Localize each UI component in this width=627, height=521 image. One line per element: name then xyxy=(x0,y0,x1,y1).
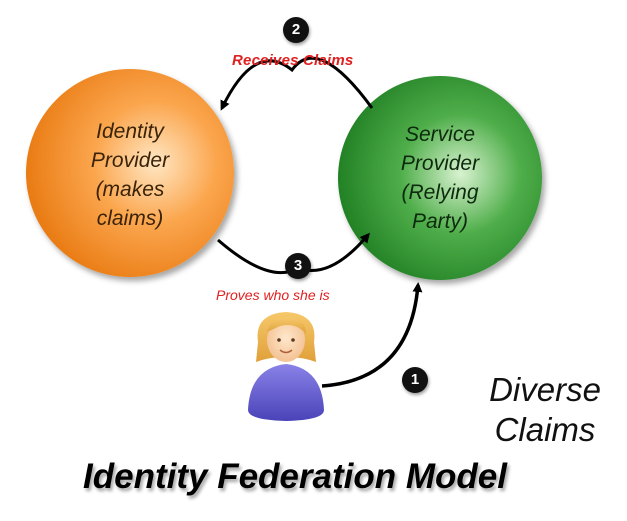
diverse-claims-note: Diverse Claims xyxy=(489,371,601,448)
diagram-title: Identity Federation Model xyxy=(83,457,507,496)
service-provider-circle xyxy=(338,76,542,280)
receives-claims-arrow xyxy=(220,56,374,111)
proves-identity-caption: Proves who she is xyxy=(216,287,330,303)
service-provider-label: Service Provider (Relying Party) xyxy=(400,123,480,233)
identity-provider-label: Identity Provider (makes claims) xyxy=(90,120,170,230)
step-1-badge: 1 xyxy=(402,367,428,393)
identity-provider-circle xyxy=(26,69,234,277)
receives-claims-caption: Receives Claims xyxy=(232,52,354,69)
user-to-sp-arrow xyxy=(321,282,423,388)
step-3-badge: 3 xyxy=(285,253,311,279)
step-2-badge: 2 xyxy=(283,17,309,43)
woman-user-icon xyxy=(248,312,324,421)
